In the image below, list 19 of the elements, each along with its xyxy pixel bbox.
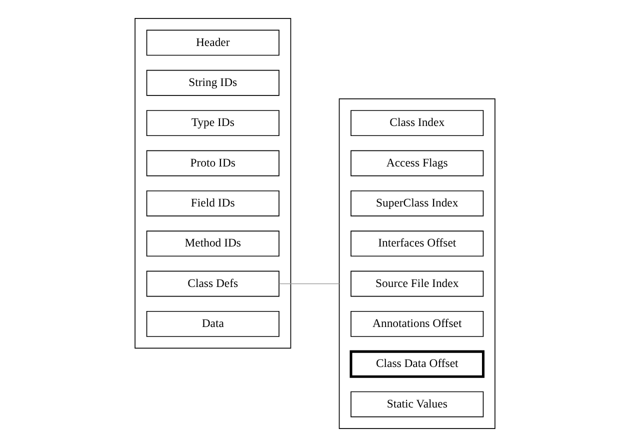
node-box: Proto IDs	[146, 150, 279, 176]
node-box: Method IDs	[146, 230, 279, 257]
node-box: Field IDs	[146, 190, 279, 216]
node-box: Access Flags	[350, 150, 484, 176]
node-box: Data	[146, 310, 279, 337]
node-box: Class Data Offset	[349, 350, 484, 378]
cluster	[134, 18, 291, 349]
node-box: Annotations Offset	[350, 310, 484, 337]
connector	[278, 283, 340, 284]
node-box: Header	[146, 30, 279, 56]
node-box: Static Values	[350, 391, 484, 418]
node-box: Class Defs	[146, 270, 279, 297]
cluster	[338, 98, 495, 429]
node-box: Type IDs	[146, 110, 279, 136]
node-box: Class Index	[350, 110, 484, 136]
node-box: String IDs	[146, 70, 279, 96]
node-box: Interfaces Offset	[350, 230, 484, 257]
node-box: SuperClass Index	[350, 190, 484, 216]
node-box: Source File Index	[350, 270, 484, 297]
